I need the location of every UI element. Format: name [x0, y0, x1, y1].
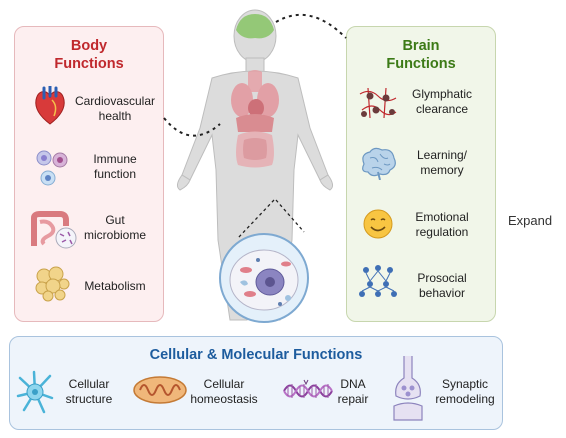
synaptic-remodeling-label: Synaptic remodeling: [435, 377, 495, 406]
immune-function-label: Immune function: [93, 152, 137, 181]
dna-repair-label: DNA repair: [337, 377, 369, 406]
metabolism-label: Metabolism: [84, 279, 146, 293]
cellular-structure-label: Cellular structure: [65, 377, 113, 406]
brain-icon: [362, 147, 396, 180]
brain-highlight-icon: [236, 14, 274, 39]
mitochondria-icon: [133, 376, 187, 404]
expand-label: Expand: [508, 213, 553, 228]
glymphatic-clearance-label: Glymphatic clearance: [411, 87, 473, 116]
brain-functions-panel: Brain Functions: [346, 26, 496, 322]
synapse-icon: [393, 356, 423, 421]
dna-icon: [283, 379, 333, 398]
body-functions-title: Body Functions: [54, 38, 124, 72]
intestine-icon: [31, 211, 77, 249]
heart-icon: [35, 86, 65, 125]
learning-memory-label: Learning/ memory: [416, 148, 468, 177]
smiley-icon: [363, 209, 393, 239]
human-body-icon: [163, 9, 347, 321]
astrocyte-icon: [16, 370, 54, 414]
glymphatic-icon: [359, 87, 397, 119]
gut-microbiome-label: Gut microbiome: [83, 213, 146, 242]
emotional-regulation-label: Emotional regulation: [415, 210, 469, 239]
brain-functions-title: Brain Functions: [386, 38, 456, 72]
cellular-homeostasis-label: Cellular homeostasis: [190, 377, 258, 406]
people-network-icon: [359, 265, 397, 297]
prosocial-behavior-label: Prosocial behavior: [417, 271, 467, 300]
immune-cells-icon: [36, 150, 68, 186]
cellular-functions-title: Cellular & Molecular Functions: [149, 347, 363, 363]
cardiovascular-health-label: Cardiovascular health: [74, 94, 156, 123]
cell-magnified-icon: [219, 233, 309, 323]
fat-cells-icon: [35, 266, 70, 302]
